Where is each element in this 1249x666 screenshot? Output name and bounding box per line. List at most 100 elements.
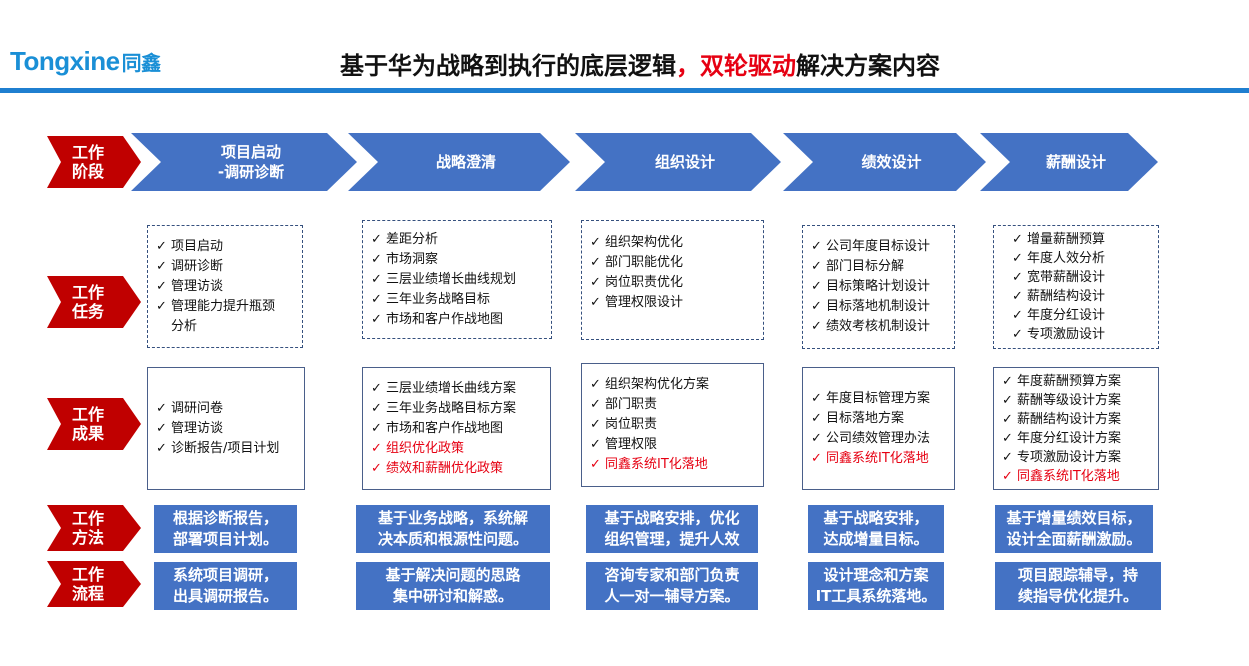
result-item: ✓调研问卷 [156,399,296,419]
result-item-text: 岗位职责 [605,417,658,432]
task-item-text: 岗位职责优化 [605,275,684,290]
task-box-3: ✓组织架构优化 ✓部门职能优化 ✓岗位职责优化 ✓管理权限设计 [581,220,764,340]
task-box-5: ✓增量薪酬预算 ✓年度人效分析 ✓宽带薪酬设计 ✓薪酬结构设计 ✓年度分红设计 … [993,225,1159,349]
task-item-text: 年度人效分析 [1027,251,1106,266]
task-item-text: 专项激励设计 [1027,327,1106,342]
task-item-text: 调研诊断 [171,258,224,274]
result-item: ✓部门职责 [590,395,755,415]
task-item: ✓管理访谈 [156,277,294,297]
task-item-text: 差距分析 [386,231,439,247]
task-item: ✓专项激励设计 [1012,327,1106,342]
result-item-text: 组织优化政策 [386,440,465,456]
result-item-text: 组织架构优化方案 [605,377,710,392]
result-item-text: 三年业务战略目标方案 [386,400,517,416]
stage-chevron-1: 项目启动 -调研诊断 [131,133,357,191]
result-item-text: 专项激励设计方案 [1017,449,1122,465]
task-item-text: 增量薪酬预算 [1027,232,1106,247]
task-item: ✓项目启动 [156,237,294,257]
task-item-text: 年度分红设计 [1027,308,1106,323]
row-label-method: 工作 方法 [47,505,141,551]
result-box-3: ✓组织架构优化方案 ✓部门职责 ✓岗位职责 ✓管理权限 ✓同鑫系统IT化落地 [581,363,764,487]
result-box-2: ✓三层业绩增长曲线方案 ✓三年业务战略目标方案 ✓市场和客户作战地图 ✓组织优化… [362,367,551,490]
result-item-text: 同鑫系统IT化落地 [1017,468,1120,484]
title-part1: 基于华为战略到执行的底层逻辑 [340,52,676,80]
task-item: ✓宽带薪酬设计 [1012,270,1106,285]
row-label-stage-text: 工作 阶段 [71,143,104,181]
result-box-5: ✓年度薪酬预算方案 ✓薪酬等级设计方案 ✓薪酬结构设计方案 ✓年度分红设计方案 … [993,367,1159,490]
task-item-text: 目标落地机制设计 [826,299,931,314]
task-item: ✓薪酬结构设计 [1012,289,1106,304]
method-box-4: 基于战略安排， 达成增量目标。 [808,505,944,553]
task-item: ✓目标策略计划设计 [811,277,946,297]
task-item-text: 绩效考核机制设计 [826,319,931,334]
header-divider [0,88,1249,93]
result-item-text: 年度分红设计方案 [1017,430,1122,446]
process-box-3: 咨询专家和部门负责 人一对一辅导方案。 [586,562,758,610]
method-box-2: 基于业务战略，系统解 决本质和根源性问题。 [356,505,550,553]
title-sep: ， [676,52,700,80]
row-label-method-text: 工作 方法 [71,509,104,547]
result-item-text: 管理访谈 [171,420,224,436]
row-label-results: 工作 成果 [47,398,141,450]
result-item-text: 目标落地方案 [826,410,905,426]
task-item: ✓部门目标分解 [811,257,946,277]
result-item: ✓岗位职责 [590,415,755,435]
task-item: ✓差距分析 [371,230,543,250]
result-item-text: 三层业绩增长曲线方案 [386,380,517,396]
result-item-text: 部门职责 [605,397,658,412]
logo-cn: 同鑫 [121,50,162,75]
stage-label-2: 战略澄清 [435,153,496,171]
task-item: ✓目标落地机制设计 [811,297,946,317]
stage-label-1: 项目启动 -调研诊断 [217,143,285,181]
task-item: ✓年度分红设计 [1012,308,1106,323]
task-item-text: 市场和客户作战地图 [386,311,504,327]
task-item-text: 管理访谈 [171,278,224,294]
task-item: ✓岗位职责优化 [590,273,755,293]
result-item-highlight: ✓同鑫系统IT化落地 [590,455,755,475]
task-item: ✓市场洞察 [371,250,543,270]
result-item-text: 调研问卷 [171,400,224,416]
result-item-text: 诊断报告/项目计划 [171,440,280,456]
result-item: ✓三年业务战略目标方案 [371,399,542,419]
result-item-text: 年度目标管理方案 [826,390,931,406]
result-item: ✓薪酬等级设计方案 [1002,392,1122,408]
title-highlight: 双轮驱动 [700,52,796,80]
stage-label-5: 薪酬设计 [1045,153,1106,171]
process-box-1: 系统项目调研， 出具调研报告。 [154,562,297,610]
task-item-text: 薪酬结构设计 [1027,289,1106,304]
row-label-stage: 工作 阶段 [47,136,141,188]
task-item-text: 管理权限设计 [605,295,684,310]
task-item-text: 项目启动 [171,238,224,254]
task-item: ✓调研诊断 [156,257,294,277]
result-item: ✓公司绩效管理办法 [811,429,946,449]
task-item-text: 部门目标分解 [826,259,905,274]
result-item-text: 薪酬等级设计方案 [1017,392,1122,408]
task-item-text: 公司年度目标设计 [826,239,931,254]
result-item-text: 管理权限 [605,437,658,452]
result-item: ✓市场和客户作战地图 [371,419,542,439]
task-item-text: 部门职能优化 [605,255,684,270]
result-box-1: ✓调研问卷 ✓管理访谈 ✓诊断报告/项目计划 [147,367,305,490]
task-item-text: 宽带薪酬设计 [1027,270,1106,285]
task-item-text: 组织架构优化 [605,235,684,250]
result-item-highlight: ✓组织优化政策 [371,439,542,459]
task-item-text: 市场洞察 [386,251,439,267]
result-item: ✓专项激励设计方案 [1002,449,1122,465]
task-item: ✓三层业绩增长曲线规划 [371,270,543,290]
result-item-text: 绩效和薪酬优化政策 [386,460,504,476]
result-item-text: 年度薪酬预算方案 [1017,373,1122,389]
result-item-text: 薪酬结构设计方案 [1017,411,1122,427]
task-item-text: 目标策略计划设计 [826,279,931,294]
result-item-highlight: ✓绩效和薪酬优化政策 [371,459,542,479]
title-part2: 解决方案内容 [796,52,940,80]
task-item: ✓部门职能优化 [590,253,755,273]
method-box-3: 基于战略安排，优化 组织管理，提升人效 [586,505,758,553]
row-label-tasks-text: 工作 任务 [71,283,104,321]
result-item-text: 同鑫系统IT化落地 [605,457,708,472]
result-item-text: 市场和客户作战地图 [386,420,504,436]
stage-chevron-5: 薪酬设计 [980,133,1158,191]
result-item: ✓诊断报告/项目计划 [156,439,296,459]
stage-chevron-4: 绩效设计 [783,133,986,191]
stage-label-4: 绩效设计 [861,153,922,171]
